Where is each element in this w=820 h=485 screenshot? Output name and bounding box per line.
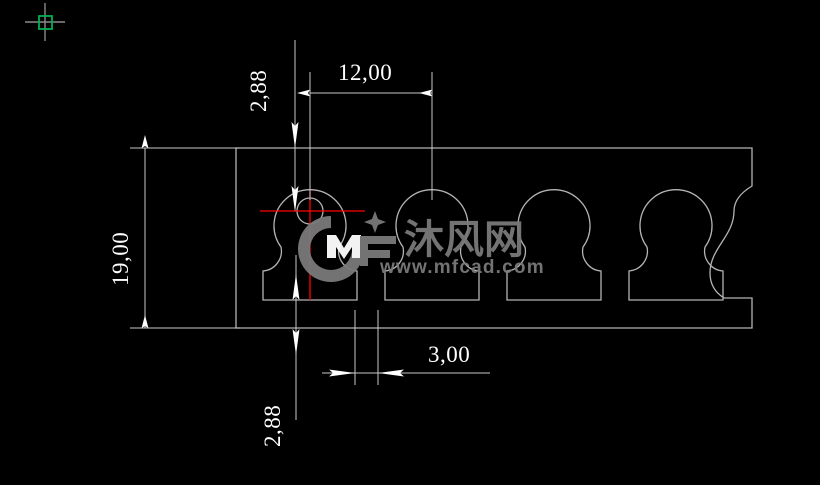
dim-label-3: 3,00 <box>428 342 470 367</box>
dimension-top-offset[interactable]: 2,88 <box>246 40 299 212</box>
dim-label-288-bottom: 2,88 <box>260 405 285 447</box>
dim-label-288-top: 2,88 <box>246 70 271 112</box>
dimension-height-left[interactable]: 19,00 <box>108 135 240 329</box>
leader-arrow-down-2 <box>291 186 299 212</box>
dim-label-12: 12,00 <box>338 60 392 85</box>
arrow-into-right <box>378 369 404 377</box>
leader-arrow-down <box>291 122 299 148</box>
lobe-cutout-3[interactable] <box>506 189 602 301</box>
lobe-cutout-1[interactable] <box>262 189 358 301</box>
watermark-group: 沐风网 www.mfcad.com <box>298 211 545 282</box>
cursor-pickbox <box>38 15 53 30</box>
leader-arrow-up <box>292 329 300 355</box>
arrow-into-left <box>329 369 355 377</box>
dimension-top-pitch[interactable]: 12,00 <box>297 60 433 200</box>
dimension-bottom-offset[interactable]: 2,88 <box>260 255 300 447</box>
watermark-brand-cn: 沐风网 <box>404 217 524 263</box>
lobe-cutouts-group <box>262 189 724 301</box>
crosshair-cursor[interactable] <box>25 3 65 41</box>
dimension-bottom-gap[interactable]: 3,00 <box>322 310 490 385</box>
lobe-cutout-2[interactable] <box>384 189 480 301</box>
leader-arrow-down <box>292 274 300 300</box>
lobe-cutout-4[interactable] <box>628 189 724 301</box>
mf-logo-icon <box>298 211 396 282</box>
watermark-url: www.mfcad.com <box>379 257 545 278</box>
part-outline-path[interactable] <box>235 147 753 329</box>
dim-label-19: 19,00 <box>108 232 133 286</box>
